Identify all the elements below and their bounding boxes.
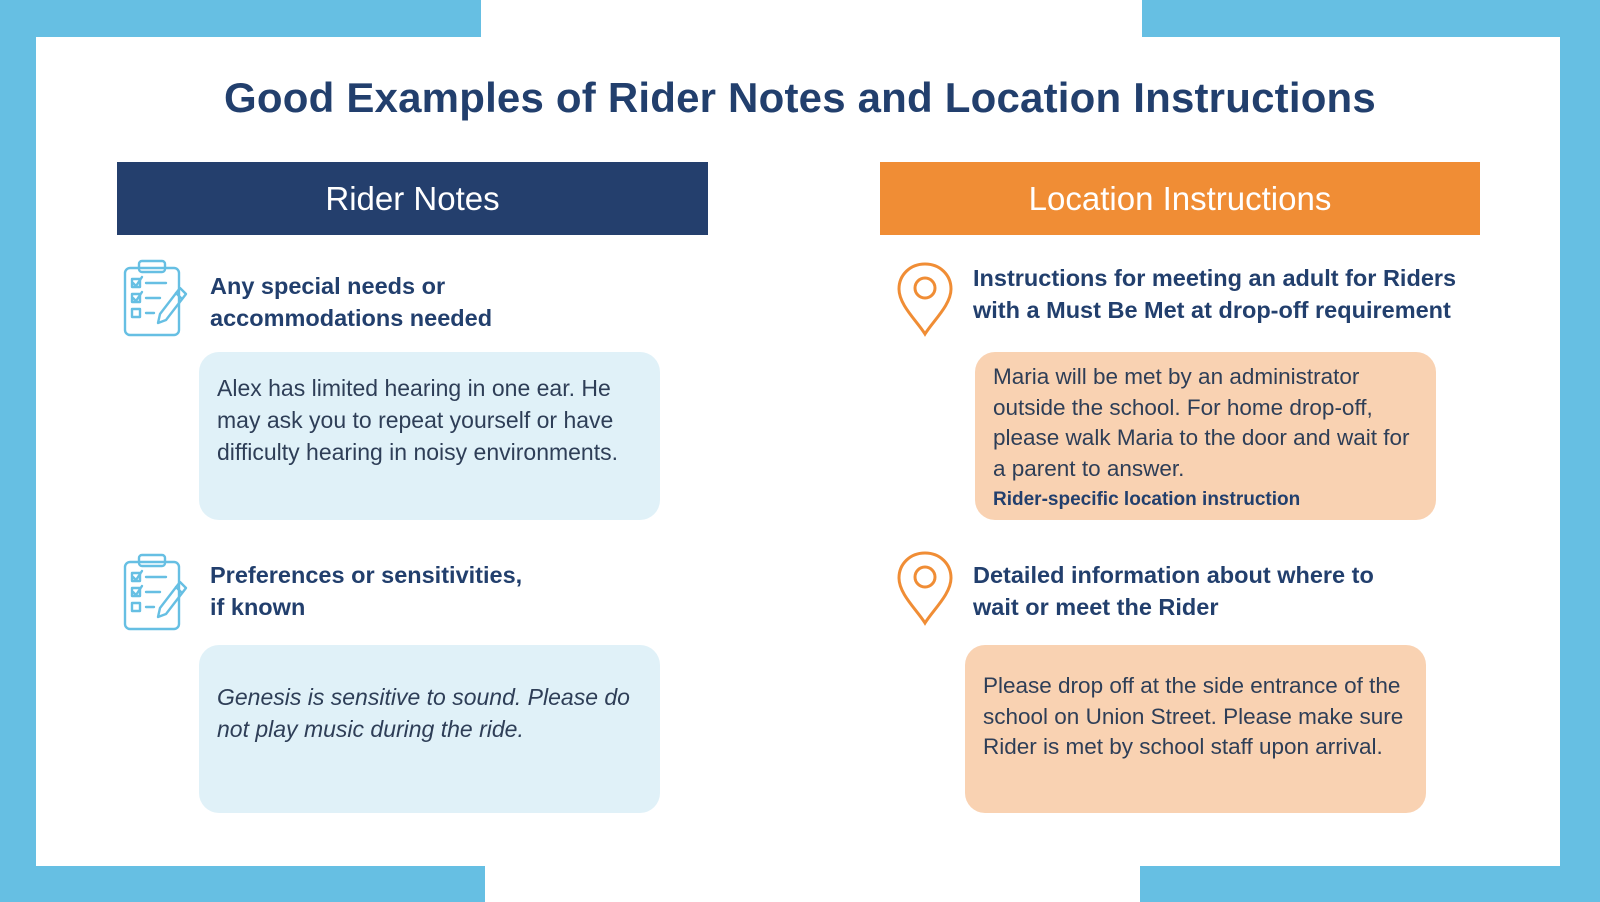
frame-right-border <box>1560 0 1600 902</box>
must-be-met-heading-line1: Instructions for meeting an adult for Ri… <box>973 265 1457 291</box>
frame-bottom-right-border <box>1140 866 1600 902</box>
location-pin-icon <box>896 261 954 342</box>
wait-location-heading: Detailed information about where to wait… <box>973 559 1374 623</box>
special-needs-heading-line1: Any special needs or <box>210 273 446 299</box>
special-needs-heading-line2: accommodations needed <box>210 305 493 331</box>
rider-notes-header-label: Rider Notes <box>325 179 500 217</box>
preferences-heading-line2: if known <box>210 594 306 620</box>
frame-left-border <box>0 0 36 902</box>
wait-location-heading-line2: wait or meet the Rider <box>973 594 1219 620</box>
preferences-example-card: Genesis is sensitive to sound. Please do… <box>199 645 660 813</box>
rider-specific-tag: Rider-specific location instruction <box>993 489 1301 510</box>
wait-location-example-text: Please drop off at the side entrance of … <box>983 673 1404 759</box>
clipboard-checklist-icon <box>122 552 188 637</box>
preferences-example-text: Genesis is sensitive to sound. Please do… <box>217 684 630 742</box>
special-needs-heading: Any special needs or accommodations need… <box>210 270 492 334</box>
must-be-met-heading-line2: with a Must Be Met at drop-off requireme… <box>973 297 1451 323</box>
location-pin-icon <box>896 550 954 631</box>
frame-top-right-border <box>1142 0 1600 37</box>
special-needs-example-text: Alex has limited hearing in one ear. He … <box>217 375 619 465</box>
must-be-met-example-card: Maria will be met by an administrator ou… <box>975 352 1436 520</box>
preferences-heading: Preferences or sensitivities, if known <box>210 559 522 623</box>
special-needs-example-card: Alex has limited hearing in one ear. He … <box>199 352 660 520</box>
frame-top-left-border <box>0 0 481 37</box>
rider-notes-header: Rider Notes <box>117 162 708 235</box>
must-be-met-example-text: Maria will be met by an administrator ou… <box>993 364 1410 481</box>
must-be-met-heading: Instructions for meeting an adult for Ri… <box>973 262 1456 326</box>
preferences-heading-line1: Preferences or sensitivities, <box>210 562 523 588</box>
frame-bottom-left-border <box>0 866 485 902</box>
clipboard-checklist-icon <box>122 258 188 343</box>
page-title: Good Examples of Rider Notes and Locatio… <box>224 74 1376 121</box>
wait-location-heading-line1: Detailed information about where to <box>973 562 1374 588</box>
location-instructions-header-label: Location Instructions <box>1028 179 1332 217</box>
location-instructions-header: Location Instructions <box>880 162 1480 235</box>
wait-location-example-card: Please drop off at the side entrance of … <box>965 645 1426 813</box>
